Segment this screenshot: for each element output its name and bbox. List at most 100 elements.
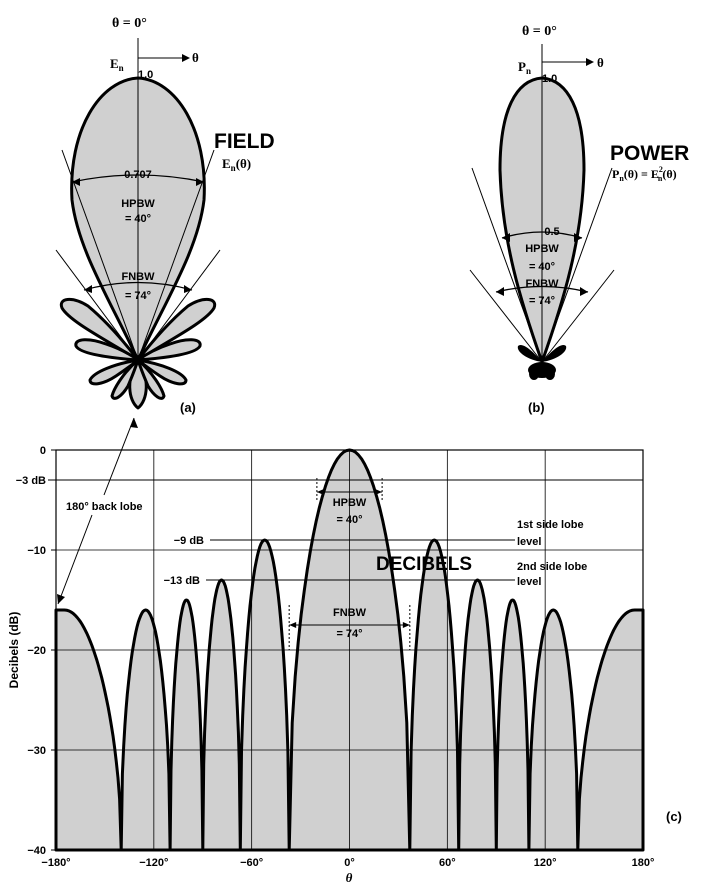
power-hpbw-value: = 40° [529, 261, 555, 273]
field-title: FIELD [214, 130, 275, 153]
field-hpbw-value: = 40° [125, 213, 151, 225]
decibel-x-tick-label: 0° [344, 857, 355, 869]
power-title: POWER [610, 142, 689, 165]
power-fnbw-value: = 74° [529, 295, 555, 307]
decibel-hpbw-arrowhead-right [375, 489, 383, 495]
back-lobe-pointer-down [57, 514, 93, 605]
power-hpbw-line-left [471, 167, 543, 363]
field-fnbw-arc [83, 281, 193, 291]
field-hpbw-arrow-right [196, 178, 204, 186]
decibel-y-tick-label: −10 [27, 545, 46, 557]
field-left-lobe-4 [110, 358, 140, 400]
field-left-lobe-3 [88, 358, 140, 386]
field-theta-arrowhead [182, 54, 190, 62]
decibel-fnbw-arrowhead-left [289, 622, 297, 628]
power-fnbw-line-left [469, 269, 543, 363]
decibel-x-tick-label: −120° [139, 857, 168, 869]
field-fnbw-arrow-right [184, 285, 192, 293]
decibel-x-tick-label: −180° [41, 857, 70, 869]
decibel-hpbw-value: = 40° [336, 514, 362, 526]
decibel-y-tick-label: −30 [27, 745, 46, 757]
power-panel-label: (b) [528, 400, 545, 415]
decibel-hpbw-label: HPBW [333, 497, 367, 509]
field-axis-symbol: En [110, 56, 124, 73]
minus-3db-label: −3 dB [16, 475, 46, 487]
field-fnbw-arrow-left [84, 285, 92, 293]
power-hpbw-arrow-right [574, 233, 582, 242]
power-peak-label: 1.0 [542, 73, 557, 85]
decibel-x-tick-label: 180° [632, 857, 655, 869]
decibel-x-tick-label: 120° [534, 857, 557, 869]
decibel-plot-panel: 0−10−20−30−40 −180°−120°−60°0°60°120°180… [7, 417, 682, 885]
field-right-lobe-1 [136, 298, 217, 362]
power-side-lobe-left [517, 344, 542, 362]
minus-9db-label: −9 dB [174, 535, 204, 547]
decibel-x-axis: −180° −120° −60° 0° 60° 120° 180° [41, 857, 654, 869]
power-theta-origin: θ = 0° [522, 24, 557, 39]
decibel-grid [55, 449, 644, 851]
decibel-fnbw-label: FNBW [333, 607, 367, 619]
first-side-lobe-label-line1: 1st side lobe [517, 519, 584, 531]
field-hpbw-line-right [137, 149, 215, 361]
minus-13db-label: −13 dB [164, 575, 200, 587]
field-function-label: En(θ) [222, 156, 251, 173]
second-side-lobe-label-line2: level [517, 576, 541, 588]
decibel-y-tick-label: −40 [27, 845, 46, 857]
power-half-power-level: 0.5 [544, 226, 559, 238]
second-side-lobe-label-line1: 2nd side lobe [517, 561, 587, 573]
field-fnbw-label: FNBW [122, 271, 156, 283]
field-theta-origin: θ = 0° [112, 16, 147, 31]
field-fnbw-value: = 74° [125, 290, 151, 302]
field-hpbw-line-left [61, 149, 139, 361]
decibel-hpbw-arrowhead-left [316, 489, 324, 495]
field-hpbw-arc [71, 174, 205, 183]
decibel-x-tick-label: −60° [240, 857, 263, 869]
field-left-lobe-2 [74, 338, 140, 362]
back-lobe-pointer-up [103, 417, 135, 496]
power-fnbw-arrow-left [496, 287, 504, 296]
field-half-power-level: 0.707 [124, 169, 152, 181]
field-panel-label: (a) [180, 400, 196, 415]
power-back-lobe-right [545, 368, 555, 380]
back-lobe-pointer-up-head [130, 418, 138, 428]
field-fnbw-line-right [137, 249, 221, 361]
decibel-fnbw-arrowhead-right [402, 622, 410, 628]
field-fnbw-line-left [55, 249, 139, 361]
field-right-lobe-2 [136, 338, 202, 362]
power-pattern-panel: θ = 0° θ Pn 1.0 0.5 HPBW = 40° FNBW = 74… [469, 24, 689, 415]
field-left-lobe-1 [59, 298, 140, 362]
back-lobe-pointer-down-head [57, 594, 65, 604]
power-hpbw-arrow-left [502, 233, 510, 242]
decibel-y-axis: 0−10−20−30−40 [27, 445, 56, 857]
power-theta-arrowhead [586, 58, 594, 66]
decibels-title: DECIBELS [376, 554, 472, 575]
back-lobe-label: 180° back lobe [66, 501, 143, 513]
decibel-fnbw-marker: FNBW = 74° [288, 605, 411, 650]
power-axis-symbol: Pn [518, 59, 531, 76]
field-theta-arrow-label: θ [192, 50, 199, 65]
decibel-x-axis-title: θ [346, 870, 353, 885]
field-pattern-panel: θ = 0° θ En 1.0 0.707 HPBW = 40° [55, 16, 275, 415]
field-right-lobe-4 [136, 358, 166, 400]
power-fnbw-arrow-right [580, 287, 588, 296]
first-side-lobe-label-line2: level [517, 536, 541, 548]
field-peak-label: 1.0 [138, 69, 153, 81]
decibel-hpbw-marker: HPBW = 40° [316, 478, 383, 526]
power-hpbw-label: HPBW [525, 243, 559, 255]
power-fnbw-arc [495, 285, 589, 293]
power-back-lobe-left [529, 368, 539, 380]
power-fnbw-line-right [541, 269, 615, 363]
decibel-y-tick-label: −20 [27, 645, 46, 657]
power-theta-arrow-label: θ [597, 55, 604, 70]
power-hpbw-line-right [541, 167, 613, 363]
decibel-x-tick-label: 60° [439, 857, 456, 869]
decibel-y-axis-title: Decibels (dB) [7, 612, 21, 689]
decibel-fnbw-value: = 74° [336, 628, 362, 640]
field-hpbw-label: HPBW [121, 198, 155, 210]
power-fnbw-label: FNBW [526, 278, 560, 290]
field-hpbw-arrow-left [72, 178, 80, 186]
decibel-panel-label: (c) [666, 809, 682, 824]
power-side-lobe-right [542, 344, 567, 362]
